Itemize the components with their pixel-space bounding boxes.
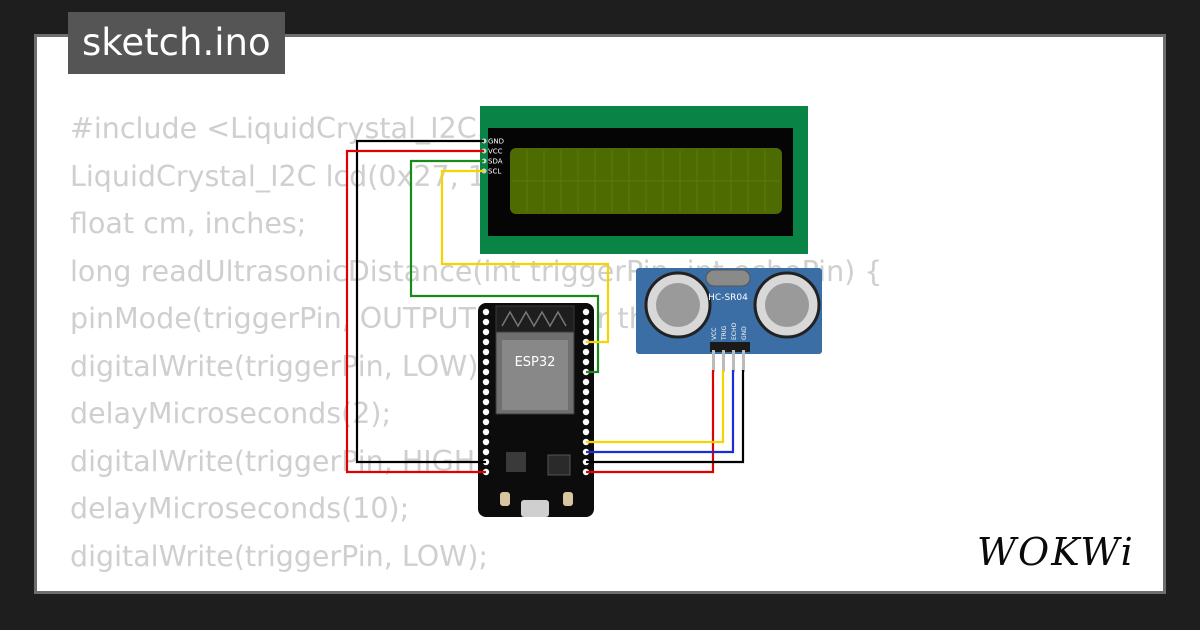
sensor-pin-trig[interactable]: [722, 350, 725, 372]
wire-lcd-scl[interactable]: [440, 169, 610, 344]
sensor-pin-gnd[interactable]: [742, 350, 745, 372]
code-line: delayMicroseconds(10);: [70, 492, 410, 525]
ultrasonic-sensor[interactable]: HC-SR04 VCC TRIG ECHO GND: [636, 268, 822, 372]
wire-sensor-trig[interactable]: [586, 370, 725, 444]
sensor-pin-label: GND: [741, 326, 748, 340]
code-line: pinMode(echoPin, INPUT);: [70, 580, 882, 591]
lcd-pin-label: GND: [488, 138, 504, 146]
esp32-label: ESP32: [515, 355, 556, 370]
reset-button[interactable]: [563, 492, 573, 506]
sensor-mesh-right: [765, 283, 809, 327]
usb-port[interactable]: [521, 500, 549, 517]
wokwi-logo: WOKWi: [977, 530, 1135, 574]
code-line: LiquidCrystal_I2C lcd(0x27, 16, 2);: [70, 159, 562, 193]
wire-lcd-sda[interactable]: [409, 159, 600, 374]
antenna-trace: [501, 310, 567, 328]
sensor-pin-echo[interactable]: [732, 350, 735, 372]
code-line: float cm, inches;: [70, 207, 307, 240]
usb-uart-chip: [547, 454, 571, 476]
wires: [345, 139, 745, 474]
wire-sensor-vcc[interactable]: [586, 370, 715, 474]
esp32-board[interactable]: ESP32: [478, 303, 594, 517]
wire-sensor-gnd[interactable]: [586, 370, 745, 464]
sensor-header: [710, 342, 750, 352]
sensor-pin-label: ECHO: [731, 323, 738, 340]
esp32-antenna: [495, 305, 575, 333]
lcd-module[interactable]: GND VCC SDA SCL: [480, 106, 808, 254]
esp32-right-header: [582, 308, 590, 476]
sensor-label: HC-SR04: [708, 293, 748, 303]
wire-lcd-vcc[interactable]: [345, 149, 486, 474]
code-line: delayMicroseconds(2);: [70, 397, 392, 430]
lcd-char-grid: [512, 150, 780, 212]
lcd-pin-label: VCC: [488, 148, 503, 156]
sensor-mesh-left: [656, 283, 700, 327]
voltage-regulator: [506, 452, 526, 472]
sensor-crystal: [705, 269, 751, 287]
esp32-left-header: [482, 308, 490, 476]
code-listing: #include <LiquidCrystal_I2C.h> LiquidCry…: [70, 105, 882, 591]
sensor-pin-vcc[interactable]: [712, 350, 715, 372]
lcd-pin-label: SDA: [488, 158, 503, 166]
lcd-pin-label: SCL: [488, 168, 501, 176]
wire-lcd-gnd[interactable]: [355, 139, 486, 464]
code-line: #include <LiquidCrystal_I2C.h>: [70, 112, 528, 145]
esp32-shield: [502, 340, 568, 410]
boot-button[interactable]: [500, 492, 510, 506]
code-line: digitalWrite(triggerPin, LOW);: [70, 349, 489, 383]
code-line: digitalWrite(triggerPin, LOW);: [70, 539, 489, 573]
filename-tab: sketch.ino: [68, 12, 285, 74]
sensor-pin-label: TRIG: [721, 325, 728, 341]
wokwi-wordmark: WOKWi: [977, 530, 1135, 574]
sensor-pin-label: VCC: [711, 328, 718, 340]
wire-sensor-echo[interactable]: [586, 370, 735, 454]
